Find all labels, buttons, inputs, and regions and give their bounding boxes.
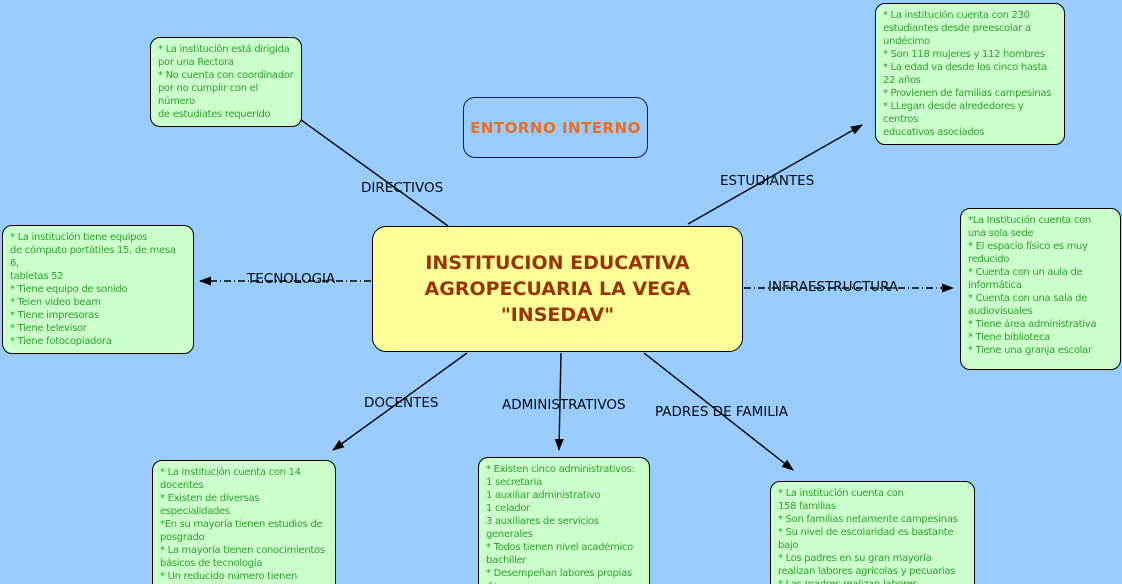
info-box-padres-de-familia[interactable]: * La institución cuenta con 158 familias… [770, 481, 975, 584]
link-label-estudiantes[interactable]: ESTUDIANTES [720, 173, 815, 189]
link-label-tecnologia[interactable]: TECNOLOGIA [247, 271, 336, 287]
connector-administrativos [554, 352, 564, 451]
info-box-tecnologia[interactable]: * La institución tiene equipos de cómput… [2, 225, 194, 354]
link-label-docentes[interactable]: DOCENTES [364, 395, 439, 411]
info-box-docentes[interactable]: * La institución cuenta con 14 docentes … [152, 460, 336, 584]
info-box-directivos[interactable]: * La institución está dirigida por una R… [150, 37, 302, 127]
link-label-padres-de-familia[interactable]: PADRES DE FAMILIA [655, 404, 789, 420]
info-box-estudiantes[interactable]: * La institución cuenta con 230 estudian… [875, 3, 1065, 145]
link-label-directivos[interactable]: DIRECTIVOS [361, 180, 444, 196]
central-concept-node[interactable]: INSTITUCION EDUCATIVA AGROPECUARIA LA VE… [372, 226, 743, 352]
entorno-interno-node[interactable]: ENTORNO INTERNO [463, 97, 648, 158]
info-box-infraestructura[interactable]: *La Institución cuenta con una sola sede… [960, 208, 1121, 370]
connector-docentes [332, 352, 468, 451]
info-box-administrativos[interactable]: * Existen cinco administrativos: 1 secre… [478, 457, 650, 584]
connector-padres [643, 352, 794, 471]
link-label-administrativos[interactable]: ADMINISTRATIVOS [502, 397, 626, 413]
link-label-infraestructura[interactable]: INFRAESTRUCTURA [768, 279, 899, 295]
connector-estudiantes [687, 124, 863, 225]
connector-directivos [289, 111, 449, 227]
